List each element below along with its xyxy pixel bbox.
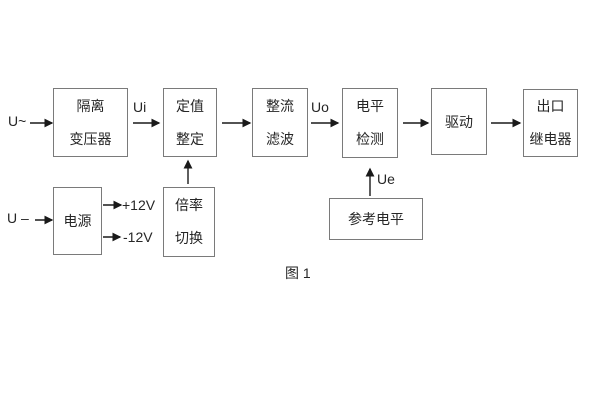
- uo-signal-label: Uo: [311, 99, 329, 115]
- dc-input-label: U –: [7, 210, 29, 226]
- block-isolation-transformer: 隔离 变压器: [53, 88, 128, 157]
- block-rectifier-filter: 整流 滤波: [252, 88, 308, 157]
- block-reference-level: 参考电平: [329, 198, 423, 240]
- block-value-setting: 定值 整定: [163, 88, 217, 157]
- block-ratio-switch: 倍率 切换: [163, 187, 215, 257]
- block-driver: 驱动: [431, 88, 487, 155]
- block-power-supply: 电源: [53, 187, 102, 255]
- minus-12v-label: -12V: [123, 229, 153, 245]
- ui-signal-label: Ui: [133, 99, 147, 115]
- ac-input-label: U~: [8, 113, 27, 129]
- block-level-detection: 电平 检测: [342, 88, 398, 158]
- block-output-relay: 出口 继电器: [523, 89, 578, 157]
- figure-caption: 图 1: [285, 265, 311, 281]
- ue-signal-label: Ue: [377, 171, 395, 187]
- plus-12v-label: +12V: [122, 197, 156, 213]
